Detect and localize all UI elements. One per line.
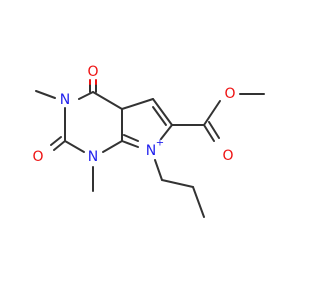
bond-propyl-2 (161, 179, 194, 188)
atom-o-left: O (32, 149, 43, 165)
bond-c5-c6 (152, 98, 173, 126)
atom-n-bottom: N (88, 149, 98, 165)
atom-o-top: O (87, 64, 98, 80)
bond-ester-o-dbl (203, 124, 215, 142)
bond-propyl-3 (192, 186, 205, 218)
bond-c7a-nplus (121, 140, 139, 148)
bond-ester-o-dbl-2 (208, 121, 220, 139)
bond-c5-c6-2 (152, 106, 167, 126)
bond-c2-o-2 (50, 136, 62, 146)
bond-c4-n3 (78, 91, 94, 100)
bond-c4a-c5 (121, 98, 154, 110)
bond-c2-o (53, 140, 66, 151)
atom-n-top: N (60, 92, 70, 108)
bond-n1-c7a (102, 140, 123, 153)
bond-ester-o-single (203, 100, 221, 126)
atom-o-ester-single: O (224, 86, 235, 102)
charge-plus: + (156, 138, 164, 149)
molecule-structure: O N O N N + O O (32, 64, 265, 218)
bond-c7a-nplus-2 (123, 134, 139, 142)
atom-n-plus: N (146, 143, 156, 159)
atom-o-ester-dbl: O (222, 148, 233, 164)
bond-c6-nplus (160, 124, 173, 140)
bond-nplus-propyl-1 (154, 159, 163, 181)
bond-c2-n1 (64, 140, 85, 153)
bond-c4-c4a (92, 91, 123, 110)
bond-n3-methyl (35, 90, 56, 99)
